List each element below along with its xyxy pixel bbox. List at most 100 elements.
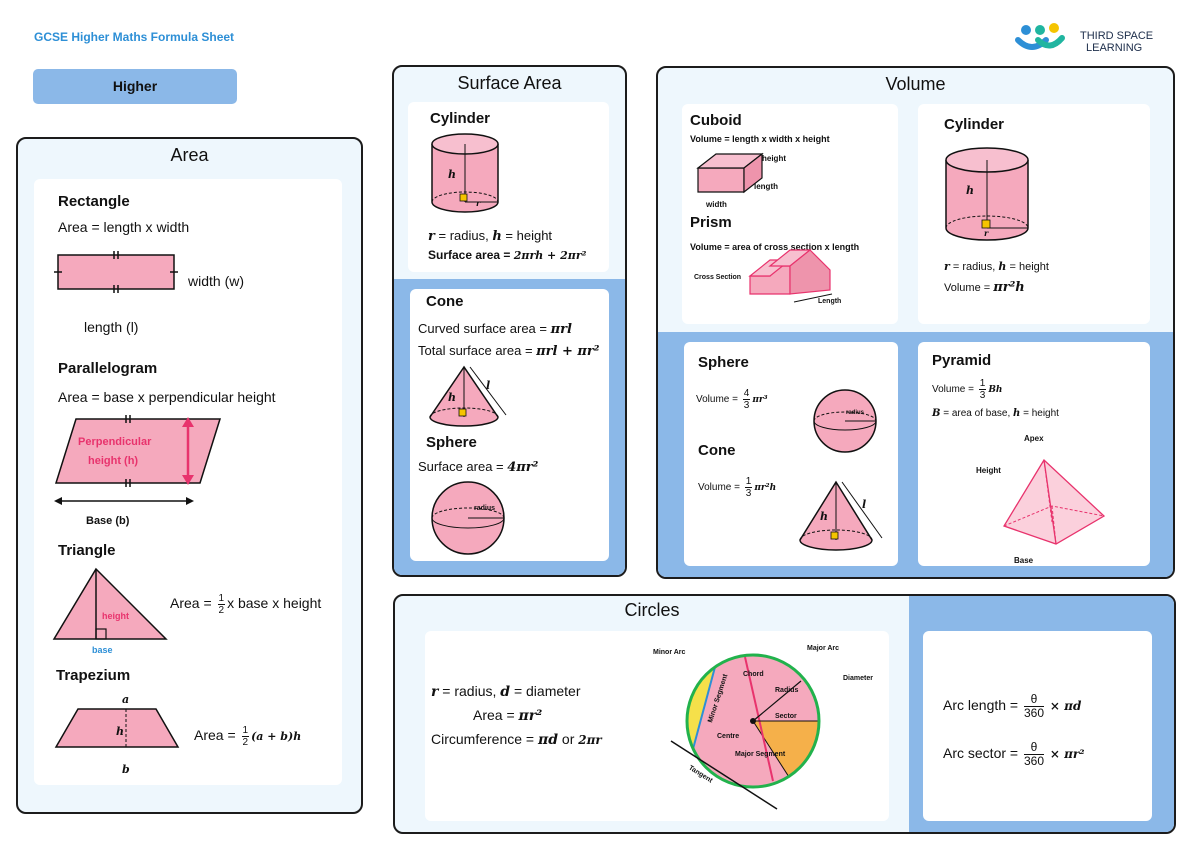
sa-cylinder-line2: Surface area = 2πrh + 2πr² — [428, 248, 587, 262]
third-space-logo-icon — [1015, 23, 1065, 50]
vol-cylinder-card: Cylinder h r r = radius, h = height Volu… — [918, 104, 1150, 324]
parallelogram-heading: Parallelogram — [58, 360, 158, 377]
circles-line2: Area = πr² — [473, 707, 543, 724]
cuboid-length-label: length — [754, 182, 778, 191]
diameter-label: Diameter — [843, 675, 873, 682]
sa-cone-heading: Cone — [426, 293, 464, 310]
circles-title: Circles — [624, 600, 680, 620]
rectangle-heading: Rectangle — [58, 193, 130, 210]
prism-formula: Volume = area of cross section x length — [690, 242, 860, 252]
trapezium-b-label: b — [122, 763, 130, 776]
vol-cone-l: l — [862, 498, 867, 511]
pyramid-base-label: Base — [1014, 556, 1034, 565]
vol-cylinder-h: h — [966, 184, 974, 197]
sa-cone-h: h — [448, 391, 456, 404]
trapezium-a-label: a — [122, 693, 130, 706]
sa-cone-l: l — [486, 379, 491, 392]
sa-cylinder-line1: r = radius, h = height — [428, 228, 553, 244]
pyramid-apex-label: Apex — [1024, 434, 1044, 443]
logo: THIRD SPACE LEARNING — [1015, 20, 1166, 60]
sa-cylinder-r: r — [476, 198, 481, 208]
circles-card: r = radius, d = diameter Area = πr² Circ… — [425, 631, 889, 821]
vol-sphere-diagram — [813, 389, 877, 453]
prism-diagram — [748, 249, 833, 303]
major-arc-label: Major Arc — [807, 645, 840, 652]
triangle-height-label: height — [102, 611, 129, 621]
major-segment-label: Major Segment — [735, 751, 786, 758]
sa-sphere-radius: radius — [474, 505, 496, 512]
circles-panel: Circles r = radius, d = diameter Area = … — [393, 594, 1176, 834]
prism-length-label: Length — [818, 298, 842, 305]
rectangle-width-label: width (w) — [188, 273, 245, 289]
sa-cylinder-card: Cylinder h r r = radius, h = height Surf… — [408, 102, 609, 272]
sa-sphere-heading: Sphere — [426, 434, 477, 451]
sa-cone-line1: Curved surface area = πrl — [418, 321, 572, 337]
parallelogram-base-label: Base (b) — [86, 515, 130, 527]
trapezium-h-label: h — [116, 725, 124, 738]
sector-label: Sector — [775, 713, 797, 720]
sa-cone-line2: Total surface area = πrl + πr² — [418, 343, 600, 359]
pyramid-line2: B = area of base, h = height — [932, 408, 1059, 419]
sa-cylinder-heading: Cylinder — [430, 110, 491, 127]
volume-panel: Volume Cuboid Volume = length x width x … — [656, 66, 1175, 579]
triangle-heading: Triangle — [58, 542, 116, 559]
triangle-diagram — [52, 567, 168, 640]
pyramid-diagram — [1003, 458, 1106, 545]
area-card: Rectangle Area = length x width width (w… — [34, 179, 342, 785]
chord-label: Chord — [743, 671, 764, 678]
surface-area-title: Surface Area — [457, 73, 562, 93]
sa-cone-diagram — [429, 365, 507, 427]
rectangle-formula: Area = length x width — [58, 219, 190, 235]
prism-cross-section: Cross Section — [694, 274, 742, 281]
triangle-formula-b: x base x height — [227, 595, 322, 612]
vol-cylinder-line1: r = radius, h = height — [944, 260, 1049, 273]
circles-line1: r = radius, d = diameter — [431, 683, 581, 700]
cuboid-width-label: width — [706, 200, 727, 209]
triangle-formula-a: Area = — [170, 595, 216, 612]
prism-heading: Prism — [690, 214, 732, 231]
triangle-base-label: base — [92, 645, 113, 655]
trapezium-heading: Trapezium — [56, 667, 131, 684]
cuboid-diagram — [696, 152, 764, 194]
sa-cone-card: Cone Curved surface area = πrl Total sur… — [410, 289, 609, 561]
cuboid-heading: Cuboid — [690, 112, 742, 129]
volume-title: Volume — [885, 74, 946, 94]
surface-area-panel: Surface Area Cylinder h r r = radius, h … — [392, 65, 627, 577]
sa-cylinder-h: h — [448, 168, 456, 181]
logo-line1: THIRD SPACE — [1080, 30, 1154, 42]
parallelogram-diagram — [54, 415, 222, 505]
cuboid-height-label: height — [762, 154, 786, 163]
circle-parts-diagram — [670, 653, 821, 810]
page-title: GCSE Higher Maths Formula Sheet — [34, 30, 235, 44]
sa-sphere-diagram — [431, 481, 505, 555]
rectangle-diagram — [54, 251, 178, 293]
area-title: Area — [170, 145, 209, 165]
logo-line2: LEARNING — [1086, 42, 1143, 54]
perp-height-line1: Perpendicular — [78, 436, 152, 448]
vol-cylinder-line2: Volume = πr²h — [944, 280, 1025, 295]
area-panel: Area Rectangle Area = length x width wid… — [16, 137, 363, 814]
higher-tier-button[interactable]: Higher — [33, 69, 237, 104]
vol-cone-diagram — [799, 480, 883, 551]
vol-cone-h: h — [820, 510, 828, 523]
sa-cylinder-diagram — [431, 133, 499, 213]
rectangle-length-label: length (l) — [84, 319, 139, 335]
vol-cone-heading: Cone — [698, 442, 736, 459]
trapezium-formula-a: Area = — [194, 727, 240, 744]
parallelogram-formula: Area = base x perpendicular height — [58, 389, 276, 405]
circles-line3: Circumference = πd or 2πr — [431, 731, 602, 748]
sa-sphere-line1: Surface area = 4πr² — [418, 459, 539, 475]
pyramid-heading: Pyramid — [932, 352, 992, 369]
